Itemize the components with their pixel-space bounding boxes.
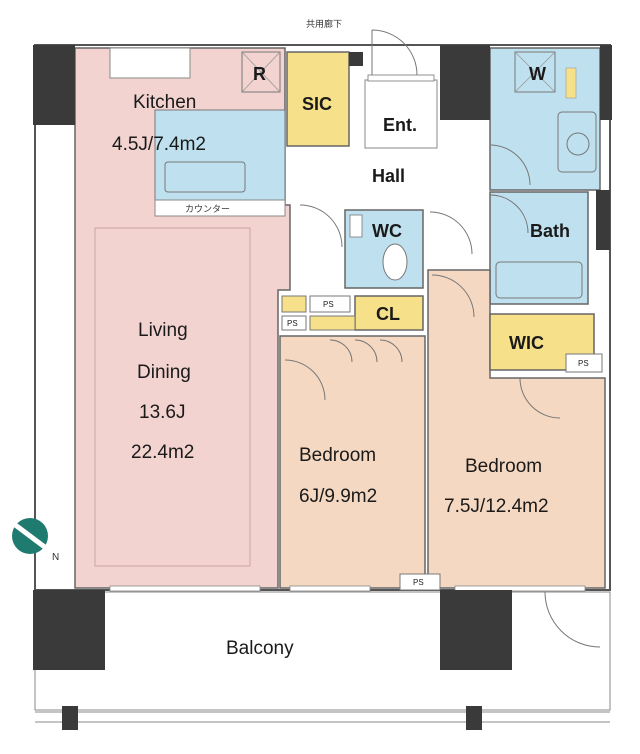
- wc-label: WC: [372, 221, 402, 241]
- cl-room: [354, 295, 424, 331]
- corridor-label: 共用廊下: [306, 18, 342, 30]
- ps-label-c: PS: [578, 359, 589, 368]
- ps-box-a: [309, 295, 351, 313]
- ps-label-d: PS: [413, 578, 424, 587]
- pillar-right-mid: [596, 190, 610, 250]
- wc-room: [344, 209, 424, 289]
- refrigerator-label: R: [253, 64, 266, 84]
- washbasin-bowl: [566, 132, 590, 156]
- cl-label: CL: [376, 304, 400, 324]
- post-right: [466, 706, 482, 730]
- bedroom2-name: Bedroom: [465, 456, 542, 477]
- entrance-door: [371, 29, 418, 76]
- ps-label-b: PS: [287, 319, 298, 328]
- sic-room: [286, 51, 350, 147]
- balcony-label: Balcony: [226, 638, 294, 659]
- washbasin: [557, 111, 597, 173]
- toilet-tank: [349, 214, 363, 238]
- ps-box-b: [281, 315, 307, 331]
- living-rug: [94, 227, 251, 567]
- ps-label-a: PS: [323, 300, 334, 309]
- pillar-top-left: [33, 45, 75, 125]
- counter-label: カウンター: [185, 204, 230, 215]
- bedroom2-size: 7.5J/12.4m2: [444, 496, 549, 517]
- bedroom2-window: [454, 585, 586, 592]
- bath-label: Bath: [530, 221, 570, 241]
- living-line2: Dining: [137, 362, 191, 383]
- kitchen-name: Kitchen: [133, 92, 196, 113]
- toilet-bowl: [382, 243, 408, 281]
- wic-label: WIC: [509, 333, 544, 353]
- sic-label: SIC: [302, 94, 332, 114]
- hall-label: Hall: [372, 166, 405, 186]
- bathtub: [495, 261, 583, 299]
- washroom-shelf: [565, 67, 577, 99]
- entrance-door-frame: [367, 74, 435, 82]
- ps-box-d: [399, 573, 441, 591]
- post-left: [62, 706, 78, 730]
- living-line4: 22.4m2: [131, 442, 194, 463]
- living-window: [109, 585, 261, 592]
- kitchen-upper-cabinet: [109, 47, 191, 79]
- pillar-top-mid: [440, 45, 490, 120]
- small-storage: [281, 295, 307, 313]
- bedroom1-window: [289, 585, 371, 592]
- wall-segment-sic: [349, 52, 363, 66]
- bedroom1-name: Bedroom: [299, 445, 376, 466]
- balcony-door: [544, 591, 601, 648]
- kitchen-size: 4.5J/7.4m2: [112, 134, 206, 155]
- pillar-bottom-left: [33, 590, 105, 670]
- washer-label: W: [529, 64, 546, 84]
- entrance-area: [364, 79, 438, 149]
- pillar-bottom-mid: [440, 590, 512, 670]
- balcony-area: [34, 591, 611, 711]
- counter-bar: [154, 199, 286, 217]
- pillar-top-right: [600, 45, 612, 120]
- compass-icon: N: [12, 518, 59, 563]
- entrance-label: Ent.: [383, 115, 417, 135]
- ps-box-c: [565, 353, 603, 373]
- closet-strip: [309, 315, 356, 331]
- living-line1: Living: [138, 320, 188, 341]
- bedroom1-size: 6J/9.9m2: [299, 486, 377, 507]
- compass-label: N: [52, 552, 59, 563]
- kitchen-sink: [164, 161, 246, 193]
- living-line3: 13.6J: [139, 402, 185, 423]
